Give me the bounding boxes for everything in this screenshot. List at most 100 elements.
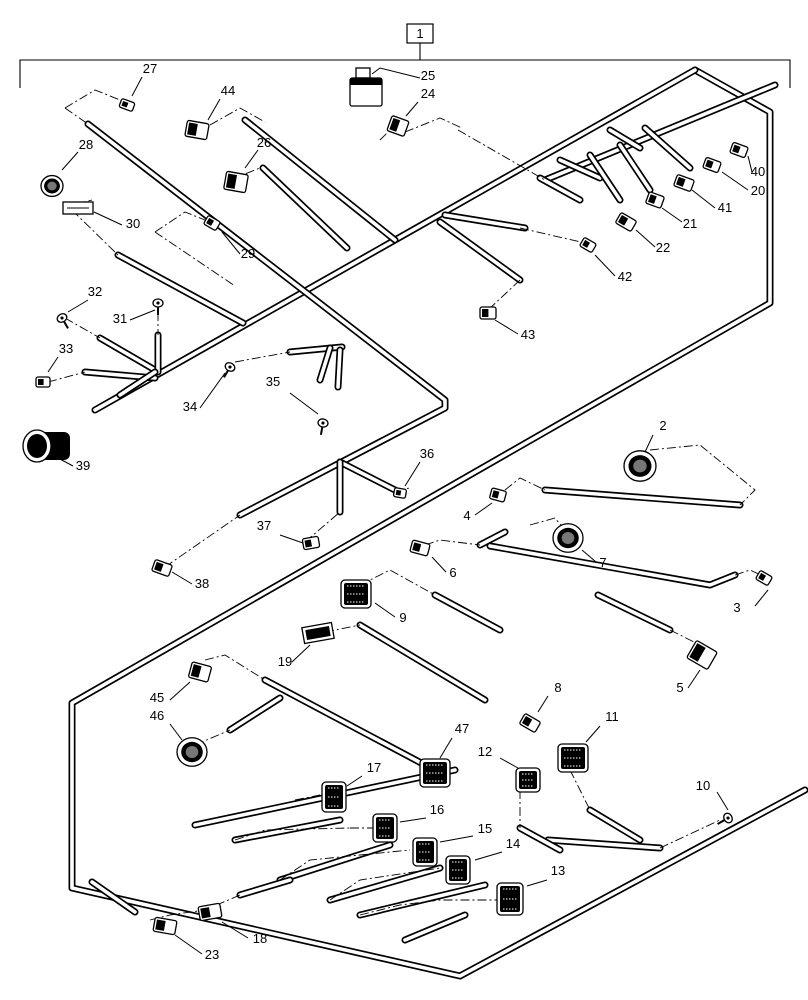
connector-22-icon	[615, 212, 637, 232]
ring-terminal-icon	[223, 362, 236, 378]
harness-trunk-core	[278, 843, 392, 882]
callout-leader	[131, 76, 143, 97]
connection-line	[457, 129, 546, 181]
callout-label: 43	[521, 327, 535, 342]
callout-leader	[499, 757, 519, 769]
harness-trunk-core	[328, 866, 442, 902]
callout-38: 38	[171, 571, 209, 591]
callout-label: 16	[430, 802, 444, 817]
connection-line	[487, 279, 521, 311]
callout-13: 13	[526, 863, 565, 887]
callouts: 2345678910111213141516171819202122232425…	[47, 61, 769, 962]
harness-trunk-core	[98, 336, 157, 372]
callout-23: 23	[174, 934, 219, 962]
callout-leader	[494, 319, 519, 335]
harness-trunk-core	[263, 678, 427, 767]
callout-label: 37	[257, 518, 271, 533]
callout-15: 15	[439, 821, 492, 843]
callout-44: 44	[207, 83, 235, 121]
callout-leader	[371, 67, 421, 79]
harness-trunk-core	[338, 460, 397, 492]
callout-label: 14	[506, 836, 520, 851]
callout-label: 36	[420, 446, 434, 461]
round-connector-28-icon	[40, 174, 64, 198]
callout-label: 32	[88, 284, 102, 299]
callout-label: 40	[751, 164, 765, 179]
harness-trunk-core	[443, 213, 527, 230]
connection-line	[359, 899, 500, 916]
callout-leader	[474, 851, 503, 861]
small-connector-icon	[188, 661, 212, 683]
harness-trunk-core	[261, 166, 349, 250]
callout-leader	[747, 155, 753, 173]
connector-26-icon	[223, 170, 249, 194]
round-connector-46-icon	[176, 737, 208, 767]
callout-40: 40	[747, 155, 765, 179]
callout-leader	[687, 669, 701, 689]
connection-line	[379, 129, 391, 141]
callout-label: 45	[150, 690, 164, 705]
callout-leader	[431, 556, 447, 573]
callout-label: 8	[554, 680, 561, 695]
callout-label: 35	[266, 374, 280, 389]
callout-leader	[207, 98, 221, 121]
harness-trunk-core	[358, 623, 487, 702]
connection-line	[164, 514, 241, 568]
small-connector-icon	[479, 306, 497, 320]
callout-label: 46	[150, 708, 164, 723]
callout-36: 36	[404, 446, 434, 487]
callout-label: 47	[455, 721, 469, 736]
connector-18-icon	[197, 902, 223, 922]
small-connector-icon	[118, 98, 136, 112]
callout-17: 17	[346, 760, 381, 787]
connection-line	[154, 231, 236, 287]
callout-25: 25	[371, 67, 435, 83]
callout-30: 30	[93, 211, 140, 231]
callout-label: 18	[253, 931, 267, 946]
callout-label: 27	[143, 61, 157, 76]
callout-leader	[405, 101, 419, 117]
callout-4: 4	[463, 502, 493, 523]
callout-label: 6	[449, 565, 456, 580]
small-connector-icon	[489, 487, 507, 503]
connection-line	[404, 117, 463, 133]
callout-label: 26	[257, 135, 271, 150]
harness-trunk-core	[403, 913, 467, 942]
callout-leader	[289, 392, 319, 415]
callout-10: 10	[696, 778, 729, 811]
callout-leader	[244, 149, 259, 169]
callout-leader	[661, 207, 683, 223]
callout-43: 43	[494, 319, 535, 342]
harness-trunk-core	[336, 348, 342, 389]
harness-trunk-core	[228, 696, 282, 732]
small-connector-icon	[729, 142, 749, 158]
callout-label: 39	[76, 458, 90, 473]
callout-label: 44	[221, 83, 235, 98]
harness-trunk-core	[643, 126, 692, 170]
harness-trunk-core	[478, 530, 507, 547]
connection-line	[659, 819, 721, 849]
callout-leader	[221, 921, 249, 939]
harness-trunk-core	[70, 68, 807, 978]
callout-28: 28	[61, 137, 93, 171]
connector-15-icon	[412, 837, 438, 867]
callout-leader	[279, 534, 304, 544]
harness-trunk-core	[618, 143, 652, 192]
callout-26: 26	[244, 135, 271, 169]
connection-line	[64, 107, 89, 125]
callout-label: 23	[205, 947, 219, 962]
small-connector-icon	[35, 376, 51, 388]
connector-44-icon	[184, 119, 210, 141]
connection-line	[64, 89, 121, 109]
callout-leader	[691, 189, 716, 209]
connection-line	[424, 539, 481, 546]
harness-trunk-core	[518, 826, 562, 852]
small-connector-icon	[392, 487, 408, 499]
callout-22: 22	[635, 229, 670, 255]
harness-trunk-core	[433, 593, 502, 632]
callout-label: 7	[599, 555, 606, 570]
callout-label: 19	[278, 654, 292, 669]
small-connector-icon	[645, 191, 665, 209]
callout-2: 2	[644, 418, 667, 453]
